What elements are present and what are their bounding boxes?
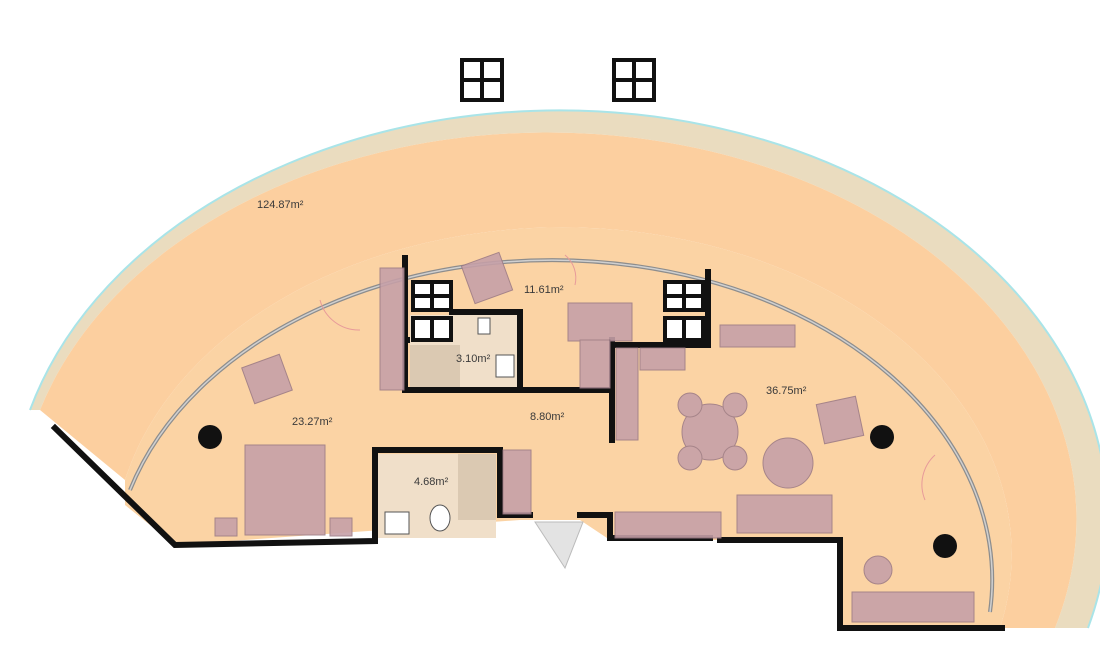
dining-table xyxy=(681,403,739,461)
vent-block-3 xyxy=(411,280,453,342)
hall-cabinet xyxy=(502,449,532,515)
terrace-glass-line xyxy=(29,109,1100,629)
area-terrace: 124.87m² xyxy=(257,199,304,211)
area-study: 11.61m² xyxy=(524,284,564,296)
area-bedroom: 23.27m² xyxy=(292,416,333,428)
furniture xyxy=(214,251,975,623)
island xyxy=(719,324,796,348)
coffee-table xyxy=(762,437,814,489)
desk-study xyxy=(567,302,633,342)
sofa xyxy=(736,494,833,534)
columns xyxy=(198,425,957,558)
door-swings xyxy=(319,254,936,501)
area-bathroom-1: 3.10m² xyxy=(456,353,491,365)
area-hall: 8.80m² xyxy=(530,411,565,423)
vent-block-4 xyxy=(663,280,705,342)
kitchen-bottom-counter xyxy=(614,511,722,539)
vent-blocks xyxy=(411,58,705,342)
armchair-bedroom xyxy=(241,353,293,405)
entrance-wedge xyxy=(534,521,584,570)
vent-block-2 xyxy=(612,58,656,102)
area-bathroom-2: 4.68m² xyxy=(414,476,449,488)
armchair-living xyxy=(815,395,865,445)
wardrobe-bedroom xyxy=(379,267,405,391)
bed xyxy=(244,444,326,536)
armchair-study xyxy=(460,251,514,305)
bench xyxy=(851,591,975,623)
kitchen-counter xyxy=(615,347,639,441)
area-living: 36.75m² xyxy=(766,385,807,397)
bath-fixtures xyxy=(384,317,515,535)
terrace-floor xyxy=(40,132,1077,628)
vent-block-1 xyxy=(460,58,504,102)
